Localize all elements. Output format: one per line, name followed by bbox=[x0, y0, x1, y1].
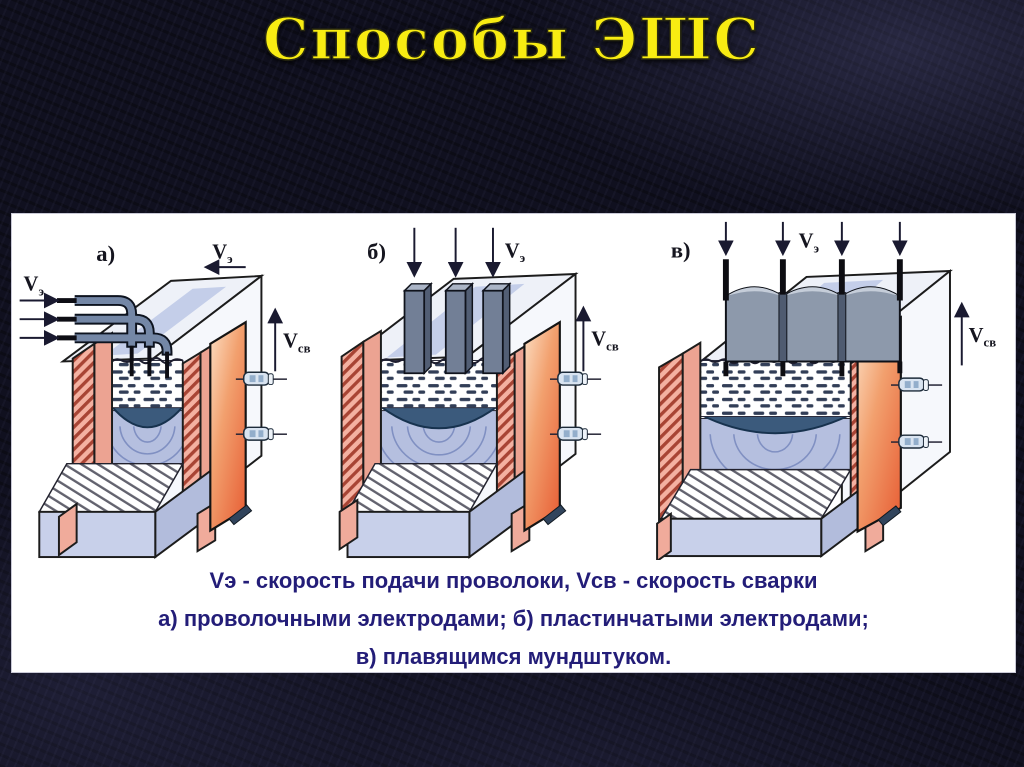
wire-stubs-bottom bbox=[723, 361, 903, 377]
weld-metal-lines bbox=[709, 434, 851, 470]
feed-speed-arrows bbox=[405, 227, 501, 278]
figure-caption: Vэ - скорость подачи проволоки, Vсв - ск… bbox=[12, 562, 1015, 676]
diagram-label: в) bbox=[671, 237, 691, 262]
feed-speed-label-top: Vэ bbox=[212, 241, 233, 266]
welding-speed-label: Vсв bbox=[283, 331, 311, 356]
shoe-bolts bbox=[235, 371, 287, 441]
cooling-shoe bbox=[209, 320, 253, 533]
weld-zone bbox=[696, 357, 855, 471]
weld-metal-lines bbox=[380, 426, 497, 464]
wire-electrodes bbox=[56, 295, 173, 379]
caption-line: Vэ - скорость подачи проволоки, Vсв - ск… bbox=[209, 568, 818, 593]
weld-metal-lines bbox=[112, 426, 183, 464]
feed-speed-label: Vэ bbox=[504, 240, 525, 265]
consumable-nozzle-plates bbox=[722, 259, 903, 377]
plate-electrodes bbox=[402, 282, 511, 376]
shoe-bolts bbox=[891, 377, 943, 449]
diagram-plate-electrodes: Vэ Vсв б) bbox=[338, 227, 619, 560]
feed-speed-label: Vэ bbox=[799, 230, 820, 255]
feed-speed-arrows bbox=[718, 221, 908, 257]
page-title: Способы ЭШС bbox=[262, 5, 761, 74]
weld-zone bbox=[377, 357, 499, 465]
caption-line: в) плавящимся мундштуком. bbox=[355, 644, 672, 669]
diagram-consumable-nozzle: Vэ Vсв в) bbox=[656, 221, 997, 560]
diagram-label: б) bbox=[367, 239, 386, 264]
welding-speed-label: Vсв bbox=[969, 325, 997, 350]
shoe-bolts bbox=[549, 371, 601, 441]
figure-panel: Vэ Vэ Vсв а) bbox=[11, 213, 1016, 673]
cooling-shoe bbox=[522, 320, 566, 533]
feed-speed-label: Vэ bbox=[24, 274, 45, 299]
cooling-shoe bbox=[856, 315, 902, 534]
base-plate bbox=[338, 462, 531, 560]
diagram-label: а) bbox=[96, 241, 115, 266]
diagram-row: Vэ Vэ Vсв а) bbox=[12, 214, 1015, 562]
feed-speed-arrows bbox=[19, 292, 60, 346]
wire-stubs-top bbox=[722, 259, 903, 301]
welding-speed-label: Vсв bbox=[591, 329, 619, 354]
diagram-wire-electrodes: Vэ Vэ Vсв а) bbox=[19, 241, 311, 560]
caption-line: а) проволочными электродами; б) пластинч… bbox=[158, 606, 869, 631]
